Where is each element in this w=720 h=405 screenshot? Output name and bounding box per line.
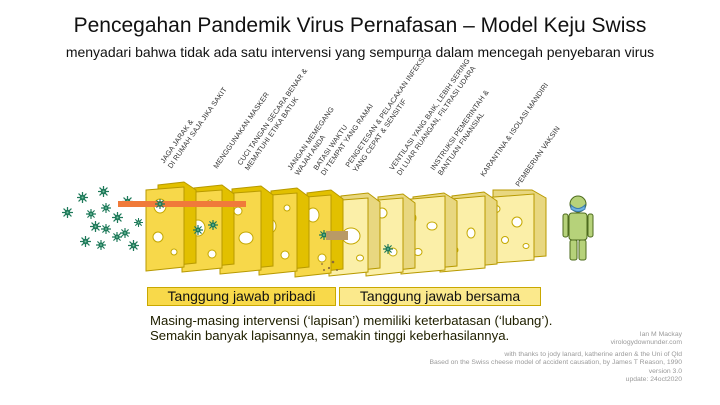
virus-particle-icon (90, 221, 101, 232)
virus-particle-icon (128, 240, 139, 251)
credit-based-on: Based on the Swiss cheese model of accid… (429, 359, 682, 367)
virus-particle-icon (96, 240, 106, 250)
credits-details: with thanks to jody lanard, katherine ar… (429, 351, 682, 385)
shared-responsibility-bar: Tanggung jawab bersama (339, 287, 541, 306)
virus-particle-icon (101, 203, 111, 213)
credit-author: Ian M Mackay (639, 331, 682, 338)
personal-responsibility-bar: Tanggung jawab pribadi (147, 287, 336, 306)
credit-thanks: with thanks to jody lanard, katherine ar… (504, 351, 682, 358)
note-line-2: Semakin banyak lapisannya, semakin tingg… (150, 328, 510, 343)
virus-particle-icon (101, 224, 111, 234)
tan-arrow-icon (321, 231, 348, 271)
credit-site: virologydownunder.com (610, 339, 682, 347)
credits-author: Ian M Mackay virologydownunder.com (611, 331, 682, 348)
virus-particle-icon (77, 192, 88, 203)
virus-cloud (62, 186, 143, 251)
virus-particle-icon (80, 236, 91, 247)
virus-arrow-icon (118, 199, 393, 254)
credit-update: update: 24oct2020 (625, 376, 682, 384)
virus-particle-icon (62, 207, 73, 218)
face-mask-icon (570, 203, 586, 212)
virus-particle-icon (86, 209, 96, 219)
virus-particle-icon (98, 186, 109, 197)
note-line-1: Masing-masing intervensi (‘lapisan’) mem… (150, 313, 553, 328)
virus-particle-icon (112, 232, 122, 242)
cheese-slices (145, 181, 547, 278)
page-subtitle: menyadari bahwa tidak ada satu intervens… (65, 44, 655, 60)
cheese-slice-1 (145, 181, 197, 272)
virus-particle-icon (134, 218, 143, 227)
credit-version: version 3.0 (648, 367, 682, 375)
virus-particle-icon (120, 228, 130, 238)
page-title: Pencegahan Pandemik Virus Pernafasan – M… (73, 14, 647, 37)
person-icon (562, 195, 594, 261)
virus-particle-icon (112, 212, 123, 223)
